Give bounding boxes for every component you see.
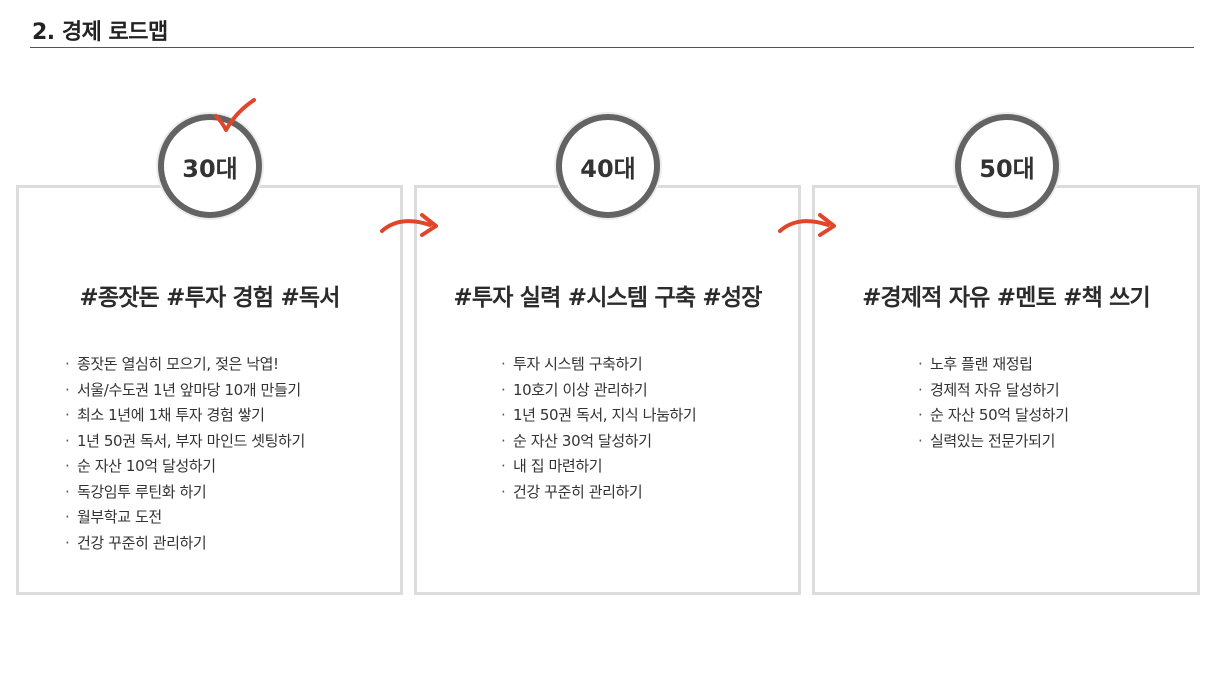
stage-card-50s: #경제적 자유 #멘토 #책 쓰기 · 노후 플랜 재정립 · 경제적 자유 달성하… [812,185,1200,595]
stage-heading: #종잣돈 #투자 경험 #독서 [79,285,340,311]
bullet-dot: · [501,457,506,475]
bullet-dot: · [65,533,70,552]
bullet-dot: · [918,380,923,399]
bullet-dot: · [918,355,923,373]
list-item: · 순 자산 50억 달성하기 [918,403,1069,429]
list-item: · 독강임투 루틴화 하기 [65,480,305,506]
bullet-dot: · [918,406,923,424]
bullet-dot: · [65,482,70,501]
list-item-text: 순 자산 50억 달성하기 [930,406,1069,424]
bullet-dot: · [65,355,70,373]
list-item-text: 종잣돈 열심히 모으기, 젖은 낙엽! [77,355,279,373]
bullet-dot: · [65,380,70,399]
bullet-dot: · [65,508,70,526]
curved-arrow-right-icon [380,213,438,237]
list-item: · 1년 50권 독서, 부자 마인드 셋팅하기 [65,429,305,455]
title-divider [30,47,1194,48]
stage-heading: #투자 실력 #시스템 구축 #성장 [453,285,762,311]
list-item: · 월부학교 도전 [65,505,305,531]
list-item: · 투자 시스템 구축하기 [501,352,696,378]
list-item-text: 서울/수도권 1년 앞마당 10개 만들기 [77,380,301,399]
list-item-text: 순 자산 30억 달성하기 [513,431,652,450]
stage-item-list: · 종잣돈 열심히 모으기, 젖은 낙엽! · 서울/수도권 1년 앞마당 10개 … [65,352,305,556]
stage-heading: #경제적 자유 #멘토 #책 쓰기 [862,285,1151,311]
list-item-text: 월부학교 도전 [77,508,162,526]
page-title: 2. 경제 로드맵 [32,20,168,45]
bullet-dot: · [65,457,70,475]
bullet-dot: · [501,380,506,399]
list-item: · 순 자산 10억 달성하기 [65,454,305,480]
list-item-text: 독강임투 루틴화 하기 [77,482,207,501]
bullet-dot: · [501,482,506,501]
list-item-text: 10호기 이상 관리하기 [513,380,648,399]
stage-item-list: · 투자 시스템 구축하기 · 10호기 이상 관리하기 · 1년 50권 독서, 지… [501,352,697,506]
stage-card-30s: #종잣돈 #투자 경험 #독서 · 종잣돈 열심히 모으기, 젖은 낙엽! · 서울… [16,185,403,595]
bullet-dot: · [501,431,506,450]
list-item: · 10호기 이상 관리하기 [501,378,696,404]
list-item: · 건강 꾸준히 관리하기 [501,480,696,506]
bullet-dot: · [501,355,506,373]
list-item-text: 순 자산 10억 달성하기 [77,457,216,475]
list-item: · 건강 꾸준히 관리하기 [65,531,305,557]
list-item: · 경제적 자유 달성하기 [918,378,1069,404]
list-item: · 순 자산 30억 달성하기 [501,429,696,455]
curved-arrow-right-icon [778,213,836,237]
list-item-text: 건강 꾸준히 관리하기 [513,482,643,501]
age-circle-40s: 40대 [556,114,660,218]
list-item-text: 건강 꾸준히 관리하기 [77,533,207,552]
check-mark-icon [214,98,256,132]
bullet-dot: · [65,406,70,424]
stage-card-40s: #투자 실력 #시스템 구축 #성장 · 투자 시스템 구축하기 · 10호기 이상… [414,185,801,595]
list-item-text: 경제적 자유 달성하기 [930,380,1060,399]
list-item: · 내 집 마련하기 [501,454,696,480]
list-item-text: 투자 시스템 구축하기 [513,355,643,373]
list-item-text: 최소 1년에 1채 투자 경험 쌓기 [77,406,265,424]
list-item-text: 내 집 마련하기 [513,457,603,475]
age-circle-50s: 50대 [955,114,1059,218]
bullet-dot: · [501,406,506,424]
list-item-text: 1년 50권 독서, 부자 마인드 셋팅하기 [77,431,305,450]
list-item-text: 노후 플랜 재정립 [930,355,1033,373]
list-item-text: 1년 50권 독서, 지식 나눔하기 [513,406,697,424]
list-item: · 실력있는 전문가되기 [918,429,1069,455]
stage-item-list: · 노후 플랜 재정립 · 경제적 자유 달성하기 · 순 자산 50억 달성하기 ·… [918,352,1069,454]
list-item: · 서울/수도권 1년 앞마당 10개 만들기 [65,378,305,404]
list-item: · 노후 플랜 재정립 [918,352,1069,378]
list-item-text: 실력있는 전문가되기 [930,431,1055,450]
list-item: · 종잣돈 열심히 모으기, 젖은 낙엽! [65,352,305,378]
list-item: · 최소 1년에 1채 투자 경험 쌓기 [65,403,305,429]
bullet-dot: · [918,431,923,450]
age-circle-30s: 30대 [158,114,262,218]
list-item: · 1년 50권 독서, 지식 나눔하기 [501,403,697,429]
bullet-dot: · [65,431,70,450]
